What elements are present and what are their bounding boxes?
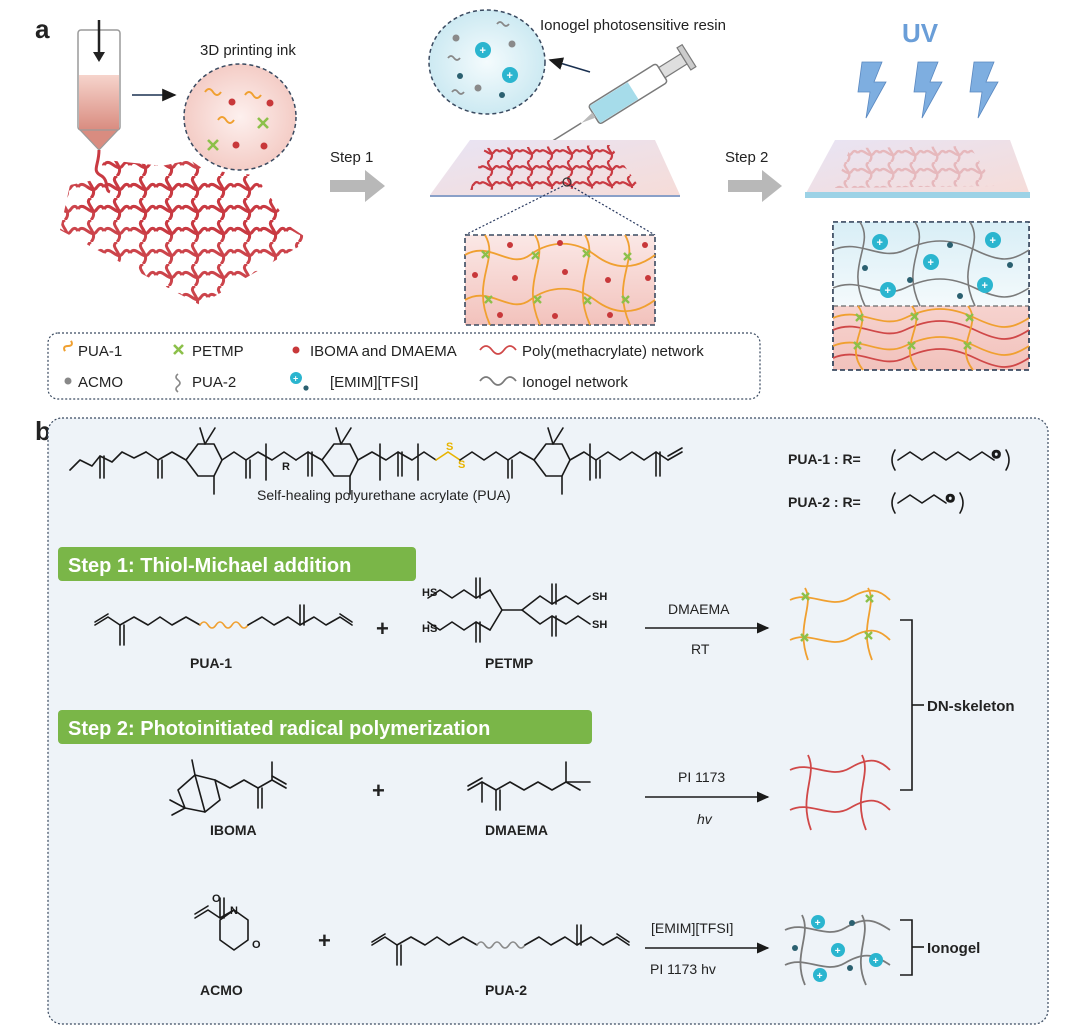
step1-banner-text: Step 1: Thiol-Michael addition [68,555,351,577]
pua2-structure [371,924,630,966]
reaction3-bottom: PI 1173 hv [650,961,716,977]
svg-text:+: + [480,45,486,57]
acmo-legend-icon [64,377,72,385]
pua1-r-label: PUA-1 : R= [788,451,861,467]
step2-banner [58,710,592,744]
ink-circle [183,63,297,171]
pua1-legend-icon [63,340,73,352]
svg-text:O: O [252,939,261,951]
svg-text:HS: HS [422,623,437,635]
reaction3-top: [EMIM][TFSI] [651,920,733,936]
panel-a-label: a [35,14,50,44]
pua1-r-group: O [891,448,1010,471]
step2-label: Step 2 [725,149,768,166]
acmo-structure [194,897,249,951]
reaction2-top: PI 1173 [678,769,725,785]
petmp-legend-icon [173,344,184,355]
plus-2: + [372,778,385,803]
product3-network: + + + + [784,914,891,986]
uv-bolt-icon [857,61,999,119]
svg-text:N: N [230,905,238,917]
svg-text:+: + [507,70,513,82]
legend-emim: [EMIM][TFSI] [330,374,418,391]
svg-text:+: + [928,257,934,269]
reaction1-top: DMAEMA [668,601,730,617]
svg-text:O: O [212,893,221,905]
lattice-plate-middle [430,140,680,236]
svg-text:S: S [458,459,465,471]
svg-text:+: + [873,956,879,967]
pua2-r-group: O [891,492,964,514]
svg-text:O: O [946,493,955,505]
dmaema-name: DMAEMA [485,822,548,838]
legend-pua2: PUA-2 [192,374,236,391]
printed-lattice [60,160,310,305]
product2-network [789,754,891,831]
step1-arrow-icon [330,170,385,202]
uv-label: UV [902,18,939,48]
legend-acmo: ACMO [78,374,123,391]
step1-label: Step 1 [330,149,373,166]
pua2-r-label: PUA-2 : R= [788,494,861,510]
legend-ionogel-network: Ionogel network [522,374,628,391]
svg-text:+: + [815,918,821,929]
petmp-name: PETMP [485,655,533,671]
svg-text:+: + [877,237,883,249]
ion-plus-icon: + + + + + [872,232,1001,298]
dmaema-structure [467,761,591,811]
svg-text:+: + [835,946,841,957]
svg-text:+: + [990,235,996,247]
iboma-structure [169,759,287,816]
svg-text:+: + [817,971,823,982]
svg-text:SH: SH [592,619,607,631]
svg-text:HS: HS [422,587,437,599]
iboma-name: IBOMA [210,822,257,838]
pua1-name: PUA-1 [190,655,232,671]
legend-iboma-dmaema: IBOMA and DMAEMA [310,343,457,360]
svg-text:SH: SH [592,591,607,603]
ink-title: 3D printing ink [200,42,296,59]
svg-text:+: + [885,285,891,297]
network-zoom-box [464,234,656,326]
ionogel-network-legend-icon [479,376,517,386]
emim-legend-icon [290,372,302,384]
legend: PUA-1 PETMP IBOMA and DMAEMA Poly(methac… [47,332,761,400]
iboma-legend-icon [292,346,300,354]
dn-zoom-box: + + + + + [832,221,1030,371]
svg-text:S: S [446,441,453,453]
legend-petmp: PETMP [192,343,244,360]
svg-text:+: + [982,280,988,292]
resin-title: Ionogel photosensitive resin [540,17,726,34]
pua1-structure [94,604,353,646]
poly-network-legend-icon [479,345,517,355]
product1-network [789,587,891,661]
step2-banner-text: Step 2: Photoinitiated radical polymeriz… [68,718,490,740]
print-nozzle-icon [77,20,121,194]
pua2-legend-icon [175,373,181,393]
legend-pua1: PUA-1 [78,343,122,360]
svg-text:R: R [282,461,290,473]
reaction2-bottom: hv [697,811,713,827]
panel-b-label: b [35,416,51,446]
svg-text:O: O [992,449,1001,461]
resin-circle: + + [428,9,546,115]
plus-3: + [318,928,331,953]
legend-poly-network: Poly(methacrylate) network [522,343,704,360]
ionogel-label: Ionogel [927,940,980,957]
resin-syringe-icon [551,43,697,143]
step1-banner [58,547,416,581]
reaction1-bottom: RT [691,641,710,657]
acmo-name: ACMO [200,982,243,998]
dn-skeleton-label: DN-skeleton [927,698,1015,715]
petmp-structure [427,577,591,643]
pua2-name: PUA-2 [485,982,527,998]
pua-structure [69,427,683,495]
step2-arrow-icon [728,170,782,202]
lattice-plate-right [805,140,1030,198]
svg-text:+: + [293,374,298,384]
plus-1: + [376,616,389,641]
pua-caption: Self-healing polyurethane acrylate (PUA) [257,487,511,503]
